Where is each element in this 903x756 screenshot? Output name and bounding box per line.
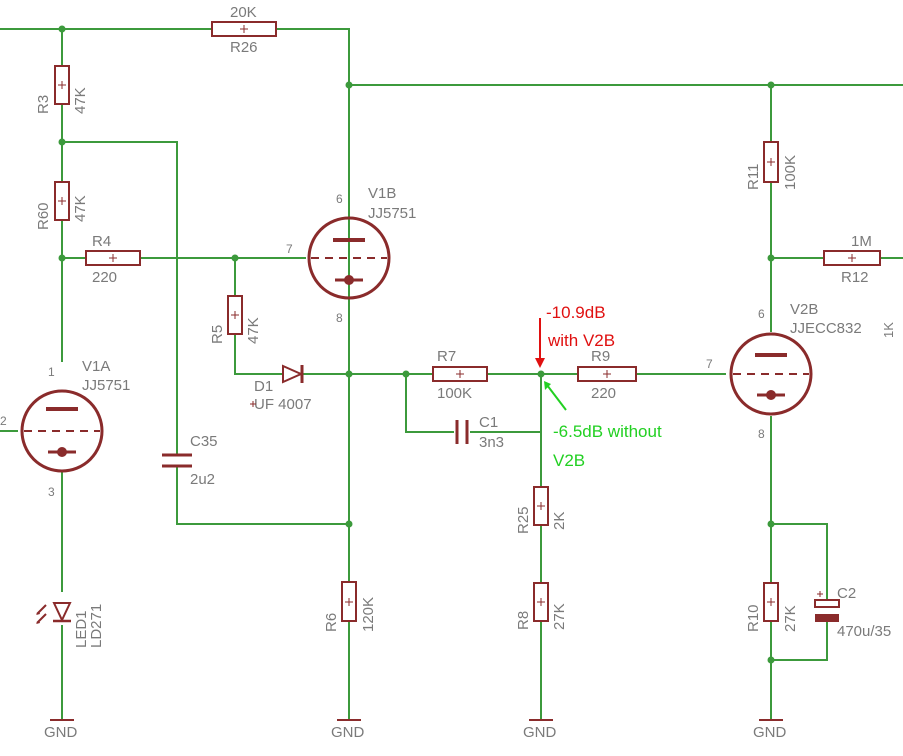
resistor-r8: R8 27K (515, 582, 568, 630)
annotation-with-v2b-db: -10.9dB (546, 303, 606, 322)
d1-name: D1 (254, 378, 273, 395)
led1-name: LED1 (73, 610, 90, 648)
r10-name: R10 (745, 604, 762, 632)
r11-value: 100K (782, 155, 799, 190)
capacitor-c35: C35 2u2 (162, 433, 218, 488)
c2-name: C2 (837, 585, 856, 602)
resistor-r5: R5 47K (209, 295, 262, 344)
r4-value: 220 (92, 269, 117, 286)
r9-value: 220 (591, 385, 616, 402)
resistor-r4: R4 220 (85, 233, 141, 286)
v1b-name: V1B (368, 185, 396, 202)
led-ld271: LED1 LD271 (36, 602, 105, 648)
gnd-label-r6: GND (331, 724, 365, 741)
diode-d1: D1 UF 4007 (250, 364, 312, 413)
r7-name: R7 (437, 348, 456, 365)
resistor-r60: R60 47K (35, 181, 89, 230)
resistor-r6: R6 120K (323, 581, 377, 632)
resistor-r10: R10 27K (745, 582, 799, 632)
r7-value: 100K (437, 385, 472, 402)
r12-name: R12 (841, 269, 869, 286)
resistor-r25: R25 2K (515, 486, 568, 534)
r4-name: R4 (92, 233, 111, 250)
annotation-without-v2b-text: V2B (553, 451, 585, 470)
r8-name: R8 (515, 611, 532, 630)
resistor-r11: R11 100K (745, 141, 799, 190)
v1a-value: JJ5751 (82, 377, 130, 394)
v1b-pin-left: 7 (286, 242, 293, 256)
c35-value: 2u2 (190, 471, 215, 488)
junctions (58, 25, 775, 664)
resistor-r26: 20K R26 (211, 4, 277, 56)
c35-name: C35 (190, 433, 218, 450)
capacitor-c2: C2 470u/35 (814, 585, 891, 640)
r26-value: 20K (230, 4, 257, 21)
v1a-name: V1A (82, 358, 110, 375)
resistor-r3: R3 47K (35, 65, 89, 114)
tube-v1a: 1 2 3 V1A JJ5751 (0, 358, 130, 499)
v1b-pin-bottom: 8 (336, 311, 343, 325)
r60-value: 47K (72, 195, 89, 222)
resistor-r9: R9 220 (577, 348, 637, 402)
v2b-name: V2B (790, 301, 818, 318)
v1b-value: JJ5751 (368, 205, 416, 222)
capacitor-c1: C1 3n3 (455, 414, 504, 451)
r10-value: 27K (782, 605, 799, 632)
annotation-without-v2b: -6.5dB without V2B (544, 381, 662, 470)
v1a-pin-bottom: 3 (48, 485, 55, 499)
v2b-pin-top: 6 (758, 307, 765, 321)
r60-name: R60 (35, 202, 52, 230)
v2b-value: JJECC832 (790, 320, 862, 337)
ground-symbols: GND GND GND GND (44, 719, 787, 741)
r6-name: R6 (323, 613, 340, 632)
arrow-green-icon (546, 384, 567, 411)
v1a-pin-left: 2 (0, 414, 7, 428)
tube-v1b: 6 7 8 V1B JJ5751 (286, 185, 416, 325)
annotation-with-v2b-text: with V2B (547, 331, 615, 350)
c2-value: 470u/35 (837, 623, 891, 640)
r8-value: 27K (551, 603, 568, 630)
r25-name: R25 (515, 506, 532, 534)
v2b-pin-left: 7 (706, 357, 713, 371)
c1-value: 3n3 (479, 434, 504, 451)
v2b-pin-bottom: 8 (758, 427, 765, 441)
annotation-without-v2b-db: -6.5dB without (553, 422, 662, 441)
r5-value: 47K (245, 317, 262, 344)
d1-value: UF 4007 (254, 396, 312, 413)
svg-text:1K: 1K (881, 322, 896, 338)
r25-value: 2K (551, 512, 568, 530)
led1-value: LD271 (88, 604, 105, 648)
r12-value: 1M (851, 233, 872, 250)
r6-value: 120K (360, 597, 377, 632)
r9-name: R9 (591, 348, 610, 365)
r26-name: R26 (230, 39, 258, 56)
wires (0, 28, 903, 720)
v1b-pin-top: 6 (336, 192, 343, 206)
r3-value: 47K (72, 87, 89, 114)
annotation-with-v2b: -10.9dB with V2B (535, 303, 615, 368)
r11-name: R11 (745, 164, 762, 190)
v1a-pin-top: 1 (48, 365, 55, 379)
gnd-label-v2b: GND (753, 724, 787, 741)
resistor-r7: R7 100K (432, 348, 488, 402)
r3-name: R3 (35, 95, 52, 114)
gnd-label-v1a: GND (44, 724, 78, 741)
resistor-r12: 1M R12 (823, 233, 881, 286)
c1-name: C1 (479, 414, 498, 431)
r5-name: R5 (209, 325, 226, 344)
gnd-label-r8: GND (523, 724, 557, 741)
tube-v2b: 6 7 8 V2B JJECC832 (706, 301, 862, 441)
